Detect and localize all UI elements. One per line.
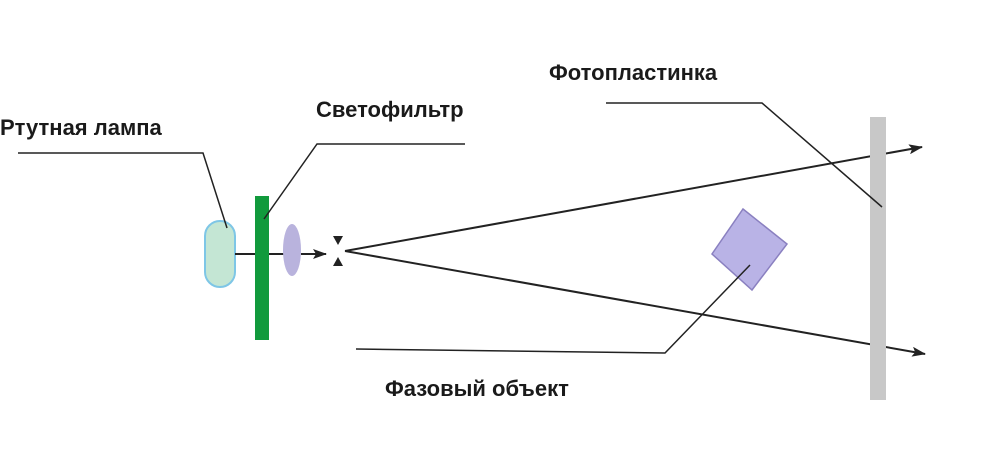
mercury-lamp <box>204 220 236 288</box>
label-light-filter: Светофильтр <box>316 97 464 122</box>
photo-plate <box>870 117 886 400</box>
phase-object <box>711 207 789 292</box>
label-phase-object: Фазовый объект <box>385 376 569 401</box>
leader-light-filter <box>263 143 465 220</box>
beam-ray-lower <box>344 250 926 357</box>
leader-phase-object <box>355 264 751 354</box>
beam-ray-upper <box>344 144 923 252</box>
light-filter <box>255 196 269 340</box>
leader-photo-plate <box>606 102 883 208</box>
lens <box>283 224 301 276</box>
label-photo-plate: Фотопластинка <box>549 60 718 85</box>
label-mercury-lamp: Ртутная лампа <box>0 115 162 140</box>
leader-mercury-lamp <box>18 152 228 229</box>
pinhole-aperture <box>333 236 343 266</box>
